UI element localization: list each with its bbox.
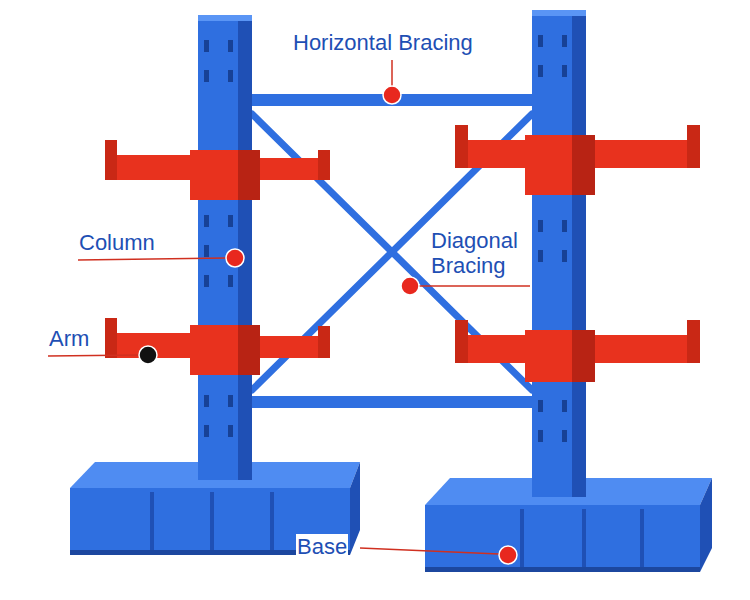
leader-lines (48, 60, 530, 554)
part-label: Base (296, 534, 348, 559)
part-label: Column (78, 230, 156, 255)
bracing (252, 100, 532, 402)
callout-dots (139, 86, 517, 564)
part-label: Diagonal Bracing (430, 228, 524, 279)
right-column (532, 10, 586, 497)
part-label: Arm (48, 326, 90, 351)
left-column (198, 15, 252, 480)
arms (105, 125, 700, 382)
part-label: Horizontal Bracing (292, 30, 474, 55)
